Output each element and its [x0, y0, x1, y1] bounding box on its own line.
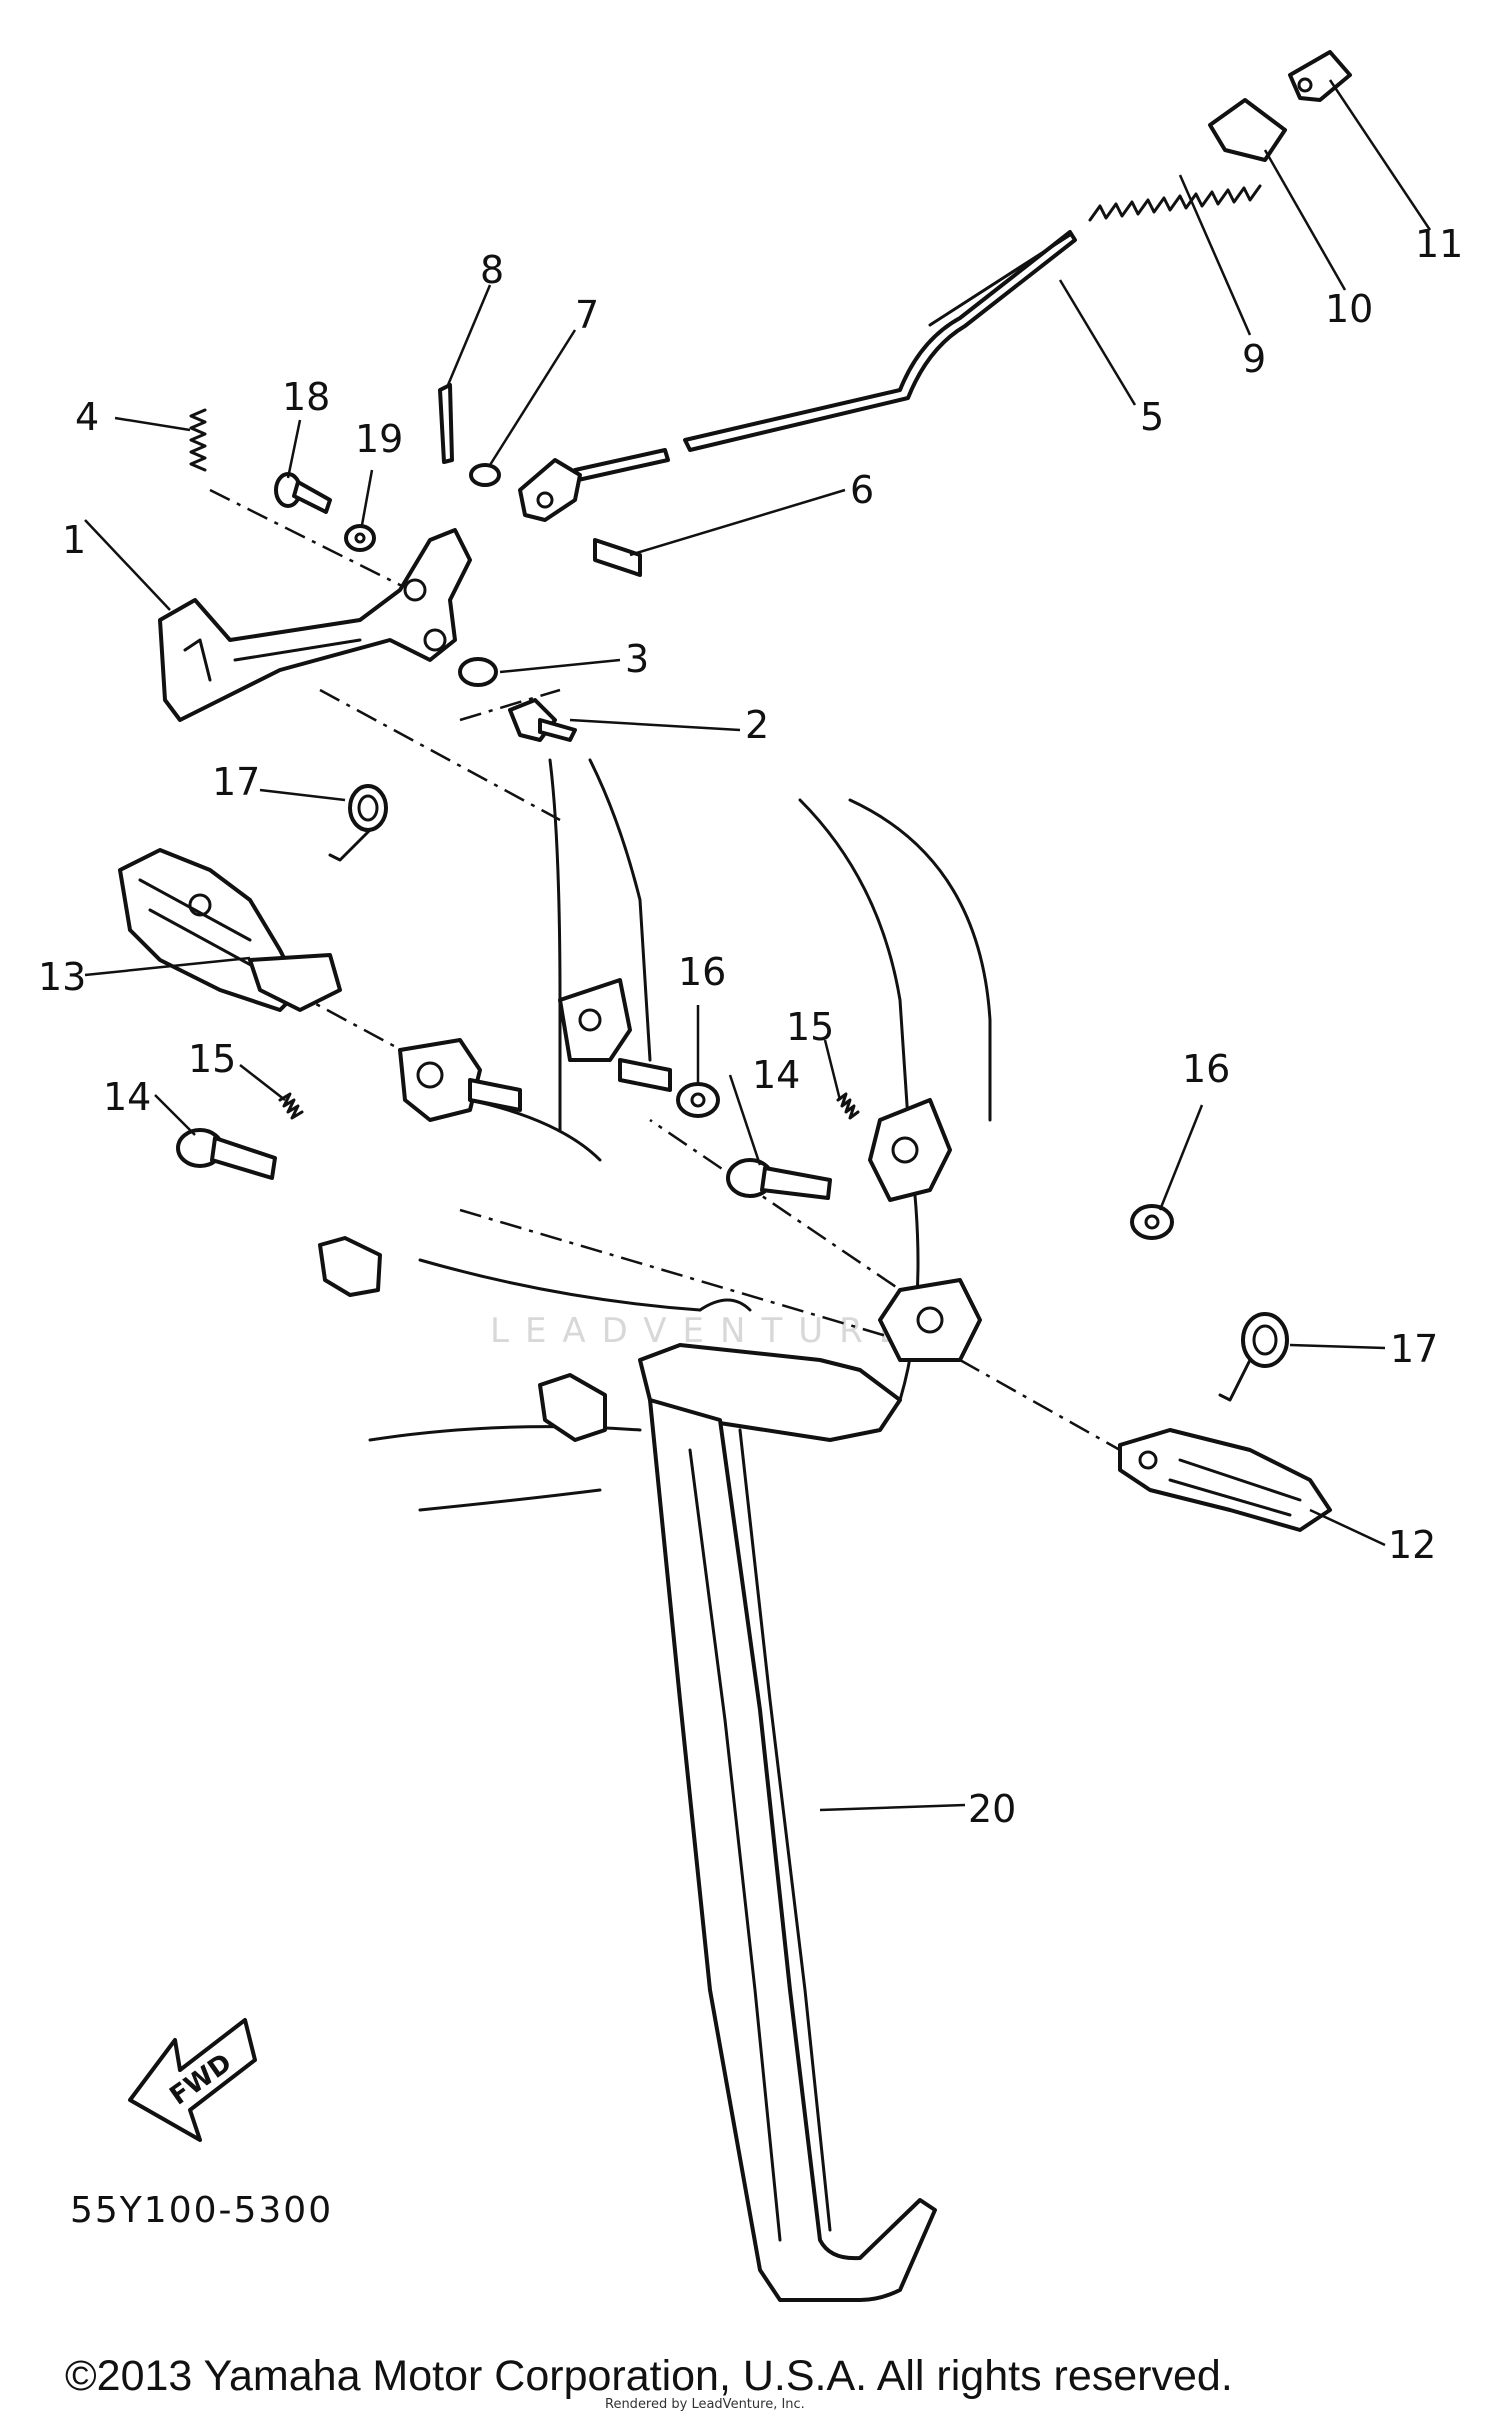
- callout-18: 18: [282, 375, 330, 419]
- part-11-clevis: [1288, 50, 1352, 102]
- callout-17-upper: 17: [212, 760, 260, 804]
- callout-16-upper: 16: [678, 950, 726, 994]
- part-16-nut-upper: [676, 1082, 720, 1118]
- callout-19: 19: [355, 417, 403, 461]
- callout-2: 2: [745, 703, 769, 747]
- part-14-pin-mid: [726, 1158, 832, 1200]
- bolt-lower-left: [318, 1236, 382, 1297]
- copyright-text: ©2013 Yamaha Motor Corporation, U.S.A. A…: [65, 2352, 1233, 2400]
- part-2-bolt: [508, 698, 577, 742]
- callout-labels: 1 2 3 4 5 6 7 8 9 10 11 12 13 14 14 15 1…: [38, 222, 1463, 1831]
- credit-text: Rendered by LeadVenture, Inc.: [605, 2397, 805, 2412]
- callout-15-left: 15: [188, 1037, 236, 1081]
- part-4-spring: [189, 408, 207, 472]
- part-16-nut-right: [1130, 1204, 1174, 1240]
- part-10-adjuster: [1208, 98, 1287, 162]
- callout-20: 20: [968, 1787, 1016, 1831]
- part-9-spring: [1088, 184, 1262, 222]
- part-17-spring-right: [1218, 1312, 1289, 1402]
- part-3-washer: [458, 657, 498, 687]
- part-12-footrest-right: [1118, 1428, 1332, 1532]
- callout-15-mid: 15: [786, 1005, 834, 1049]
- callout-11: 11: [1415, 222, 1463, 266]
- part-19-washer: [344, 524, 376, 552]
- part-6-7-clevis-pin: [469, 458, 642, 577]
- part-15-clip-left: [278, 1092, 304, 1120]
- part-18-bolt: [274, 472, 332, 514]
- part-17-spring-upper: [328, 784, 388, 862]
- bolt-lower-mid: [538, 1373, 607, 1442]
- callout-5: 5: [1140, 395, 1164, 439]
- frame-lug-right: [868, 1098, 952, 1202]
- part-5-brake-rod: [573, 230, 1077, 482]
- fwd-arrow: FWD: [128, 2018, 257, 2142]
- part-1-brake-pedal: [158, 528, 472, 722]
- diagram-code: 55Y100-5300: [70, 2190, 333, 2231]
- callout-8: 8: [480, 248, 504, 292]
- callout-3: 3: [625, 637, 649, 681]
- callout-13: 13: [38, 955, 86, 999]
- callout-7: 7: [575, 293, 599, 337]
- callout-1: 1: [62, 518, 86, 562]
- part-15-clip-mid: [836, 1092, 860, 1120]
- callout-6: 6: [850, 468, 874, 512]
- leader-lines: [84, 79, 1432, 1812]
- callout-14-left: 14: [103, 1075, 151, 1119]
- callout-14-mid: 14: [752, 1053, 800, 1097]
- watermark-text: LEADVENTURE: [490, 1311, 916, 1351]
- part-8-cotter-pin: [438, 383, 454, 464]
- callout-12: 12: [1388, 1523, 1436, 1567]
- part-13-footrest-left: [118, 848, 342, 1012]
- bracket-left: [398, 1038, 522, 1122]
- frame-outline: [368, 758, 992, 1512]
- callout-9: 9: [1242, 337, 1266, 381]
- frame-bracket-center: [558, 978, 672, 1092]
- part-20-side-stand: [648, 1398, 937, 2302]
- assembly-lines: [209, 488, 1121, 1452]
- callout-10: 10: [1325, 287, 1373, 331]
- part-14-pin-left: [176, 1128, 277, 1180]
- callout-4: 4: [75, 395, 99, 439]
- callout-16-right: 16: [1182, 1047, 1230, 1091]
- callout-17-right: 17: [1390, 1327, 1438, 1371]
